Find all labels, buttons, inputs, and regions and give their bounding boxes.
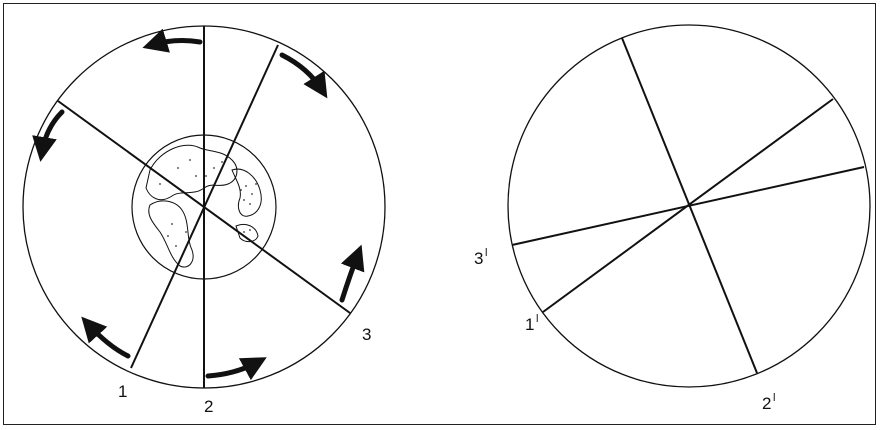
axis-label-1: 1 bbox=[118, 382, 127, 401]
axis-label-3: 3 bbox=[362, 325, 371, 344]
axis-line-3-prime bbox=[511, 166, 865, 246]
rotation-arrow-icon bbox=[32, 28, 365, 381]
axis-label-2: 2 bbox=[204, 397, 213, 416]
axis-label-1-prime-mark: l bbox=[536, 313, 538, 325]
right-diagram: 1 l 2 l 3 l bbox=[474, 24, 871, 413]
axis-label-3-prime: 3 bbox=[474, 249, 483, 268]
axis-label-2-prime-mark: l bbox=[773, 392, 775, 404]
outer-circle-right bbox=[507, 24, 871, 388]
axis-label-3-prime-mark: l bbox=[485, 247, 487, 259]
figure-frame bbox=[3, 3, 876, 425]
axis-label-2-prime: 2 bbox=[762, 394, 771, 413]
left-diagram: 1 2 3 bbox=[22, 25, 386, 416]
axis-line-3 bbox=[57, 100, 351, 314]
axis-label-1-prime: 1 bbox=[525, 315, 534, 334]
